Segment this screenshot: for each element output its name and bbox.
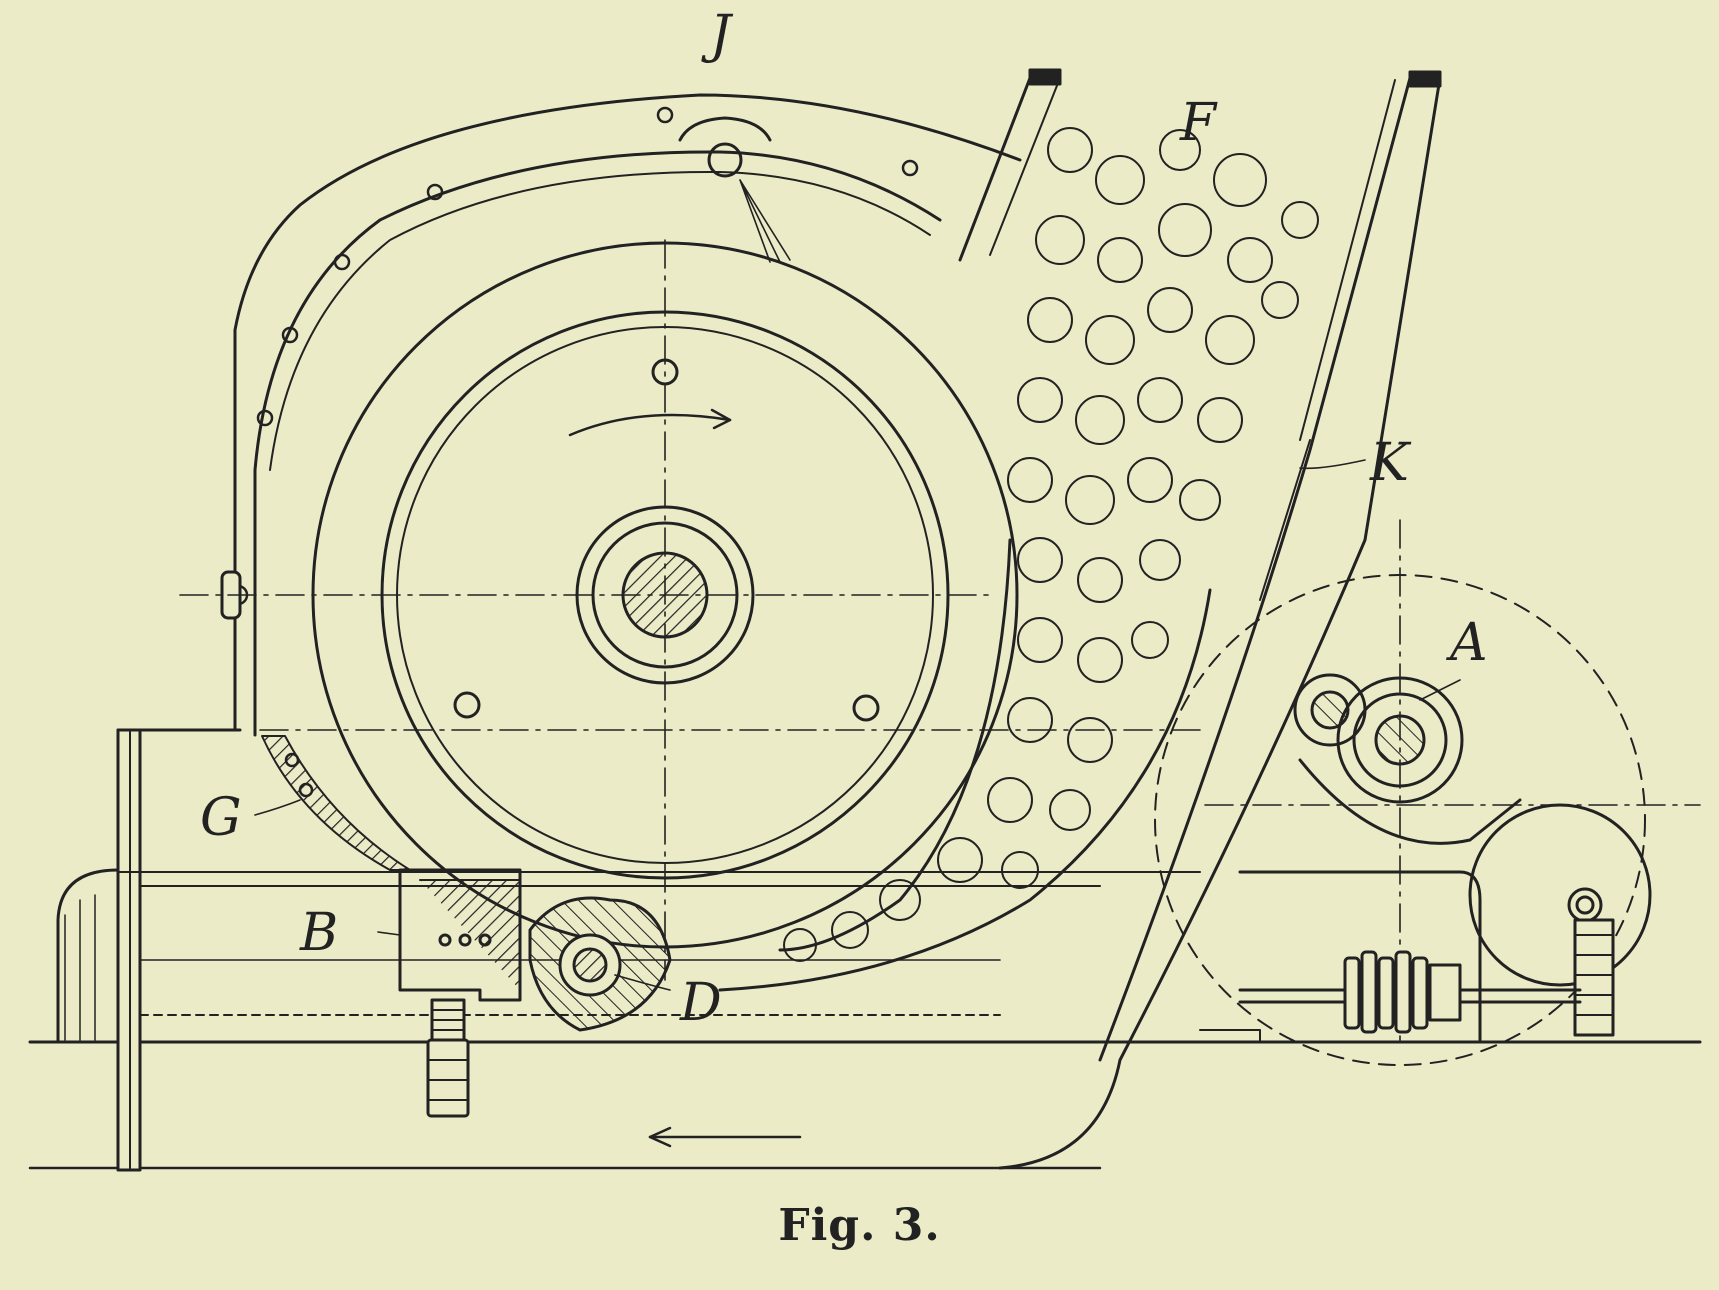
ore-lumps [783, 127, 1319, 962]
figure-caption: Fig. 3. [778, 1200, 941, 1251]
label-k: K [1369, 433, 1412, 493]
label-f: F [1179, 93, 1218, 153]
label-g: G [200, 788, 242, 848]
rotation-arrow [568, 413, 732, 437]
housing-outline [233, 93, 1022, 732]
hopper-outer-wall [998, 76, 1442, 1170]
hopper-left-wall [958, 76, 1032, 262]
baffle-plate-k [1259, 439, 1311, 601]
spring-assembly [1238, 950, 1582, 1034]
drive-pulley-dashed [1154, 574, 1646, 1066]
pivot-j [707, 142, 743, 178]
gear-wheel [1573, 918, 1615, 1037]
drive-wheel-hub [1567, 887, 1603, 923]
hopper-wall [1098, 76, 1412, 1062]
idler-roll [1293, 673, 1367, 747]
bearing-block-b [398, 868, 522, 1002]
housing-lug [678, 116, 772, 142]
frame-rod [1238, 870, 1482, 1042]
leader-lines [254, 179, 1461, 991]
feed-roll-a [1336, 676, 1464, 804]
drive-wheel [1468, 803, 1652, 987]
hopper-rim [1028, 68, 1442, 88]
housing-inner-liner [253, 150, 942, 737]
label-d: D [679, 973, 722, 1033]
label-j: J [701, 5, 734, 65]
trough-lower-left [56, 868, 120, 1044]
feed-roll-arm [1298, 758, 1522, 845]
label-b: B [299, 903, 338, 963]
label-a: A [1446, 613, 1488, 673]
housing-bolts [227, 106, 919, 798]
hub-middle [591, 521, 739, 669]
grate-segment-g [261, 735, 411, 871]
crushing-chamber-wall [778, 538, 1012, 952]
